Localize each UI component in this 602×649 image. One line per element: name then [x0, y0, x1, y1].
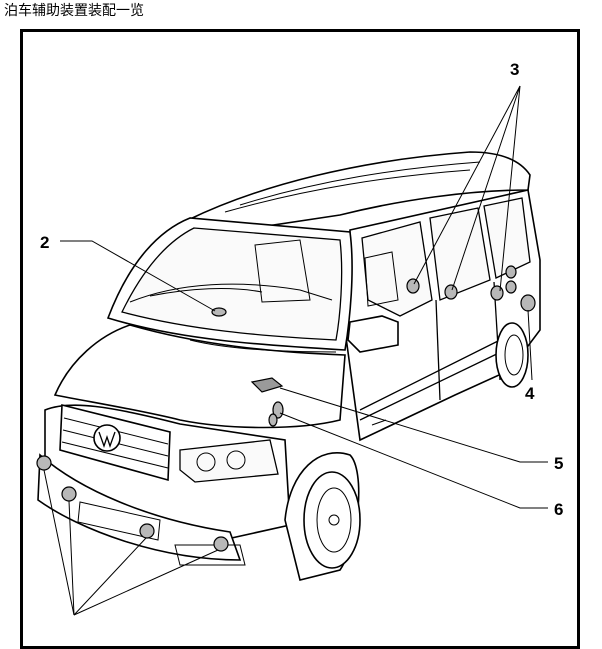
sensor-rear-4	[505, 265, 517, 279]
callout-6: 6	[554, 500, 563, 519]
sensor-rear-2	[444, 284, 458, 300]
van-outline	[37, 151, 541, 581]
sensor-front-4	[213, 536, 229, 552]
van-diagram: 2 3 4 5 6	[36, 60, 563, 616]
sensor-rear-3	[490, 285, 504, 301]
sensor-rear-1	[406, 278, 420, 294]
parking-aid-switch	[211, 307, 227, 317]
sensor-front-3	[139, 523, 155, 539]
callout-5: 5	[554, 454, 563, 473]
callout-3: 3	[510, 60, 519, 79]
callout-4: 4	[525, 384, 535, 403]
leader-lines	[43, 85, 548, 616]
callout-2: 2	[40, 233, 49, 252]
sensor-rear-5	[505, 280, 517, 294]
sensor-rear-corner	[520, 294, 536, 312]
control-unit	[250, 377, 284, 393]
warning-buzzer	[272, 401, 284, 419]
sensor-front-1	[36, 455, 52, 471]
sensor-front-2	[61, 486, 77, 502]
components	[36, 265, 536, 552]
page-title: 泊车辅助装置装配一览	[4, 3, 144, 19]
warning-buzzer-2	[268, 413, 278, 427]
